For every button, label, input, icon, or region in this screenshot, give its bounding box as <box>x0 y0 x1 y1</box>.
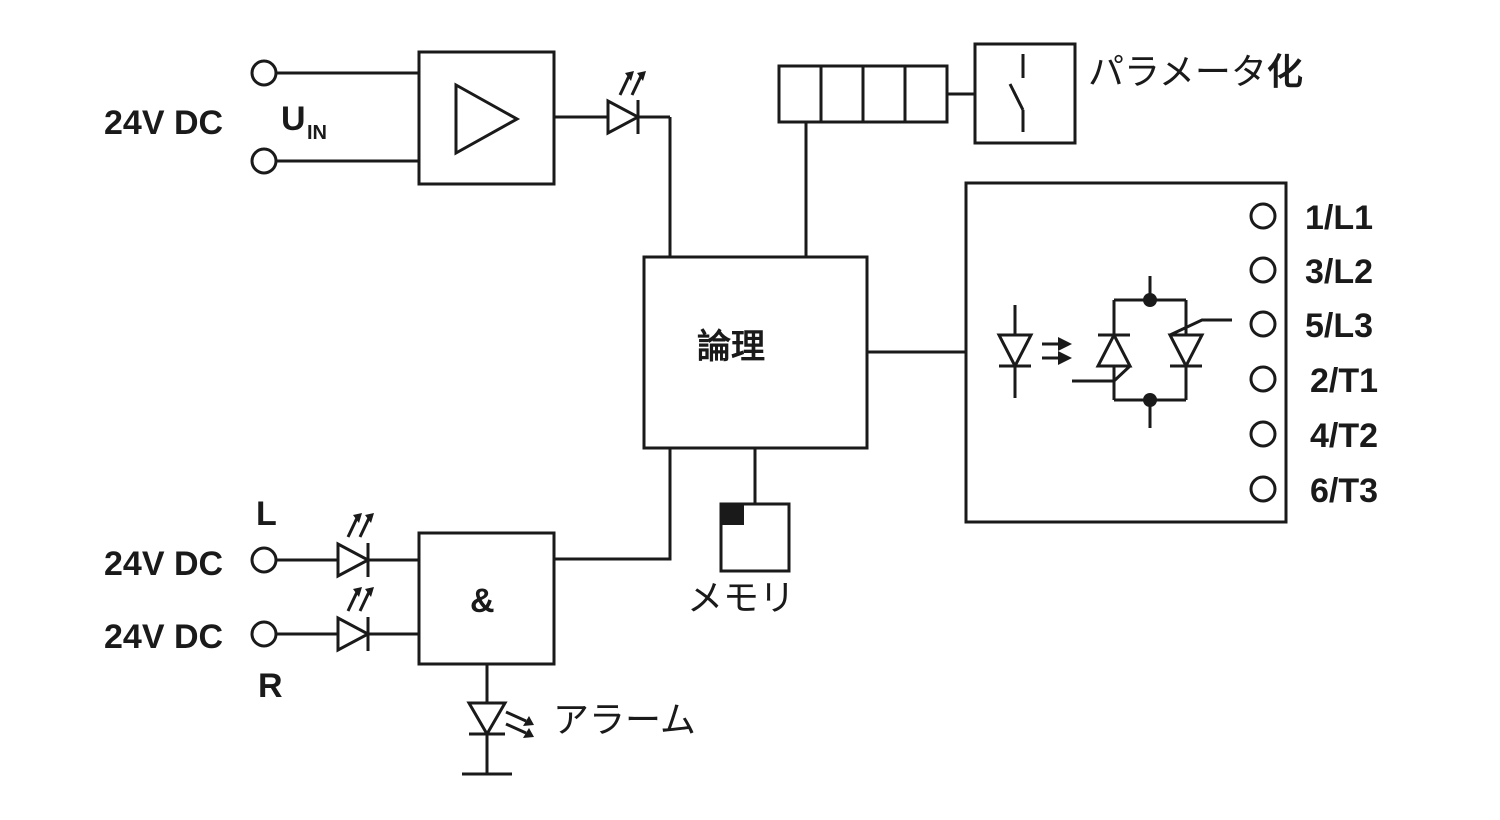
optocoupler-led-icon <box>996 305 1072 398</box>
input-right-voltage: 24V DC <box>104 618 223 656</box>
terminal-label-6-t3: 6/T3 <box>1310 472 1378 510</box>
input-right-letter: R <box>258 667 283 705</box>
parametrization-label: パラメータ化 <box>1088 52 1303 93</box>
terminal-4-t2 <box>1249 420 1277 448</box>
terminal-label-3-l2: 3/L2 <box>1305 253 1373 291</box>
logic-to-and-wire <box>554 448 672 561</box>
and-gate-label: & <box>470 582 495 620</box>
alarm-label: アラーム <box>553 700 696 741</box>
memory-label: メモリ <box>687 578 795 619</box>
alarm-led-icon <box>466 701 534 738</box>
parametrization-group: パラメータ化 <box>777 42 1303 257</box>
input-left-voltage: 24V DC <box>104 545 223 583</box>
terminal-3-l2 <box>1249 256 1277 284</box>
switch-contact-icon <box>1008 54 1025 132</box>
logic-label: 論理 <box>697 327 765 367</box>
supply-terminal-bottom <box>250 147 278 175</box>
memory-fill-square <box>721 504 744 525</box>
amplifier-block <box>417 50 556 186</box>
thyristor-pair-icon <box>1072 276 1232 428</box>
amplifier-symbol <box>454 82 521 156</box>
u-in-subscript: IN <box>307 122 327 144</box>
input-right-terminal <box>250 620 278 648</box>
and-gate-group: & L 24V DC 24V DC R <box>104 495 696 776</box>
supply-input-group: 24V DC U IN <box>104 50 672 257</box>
input-left-terminal <box>250 546 278 574</box>
input-left-letter: L <box>256 495 277 533</box>
input-right-led-icon <box>336 587 374 653</box>
terminal-label-4-t2: 4/T2 <box>1310 417 1378 455</box>
terminal-6-t3 <box>1249 475 1277 503</box>
switch-block <box>973 42 1077 145</box>
supply-voltage-label: 24V DC <box>104 104 223 142</box>
status-led-icon <box>606 71 646 136</box>
terminal-2-t1 <box>1249 365 1277 393</box>
terminal-5-l3 <box>1249 310 1277 338</box>
u-in-label: U <box>281 100 306 138</box>
terminal-label-2-t1: 2/T1 <box>1310 362 1378 400</box>
memory-group: メモリ <box>687 502 795 619</box>
terminal-label-5-l3: 5/L3 <box>1305 307 1373 345</box>
terminal-label-1-l1: 1/L1 <box>1305 199 1373 237</box>
input-left-led-icon <box>336 513 374 579</box>
terminal-1-l1 <box>1249 202 1277 230</box>
power-output-group: 1/L1 3/L2 5/L3 2/T1 4/T2 6/T3 <box>964 181 1378 524</box>
supply-terminal-top <box>250 59 278 87</box>
